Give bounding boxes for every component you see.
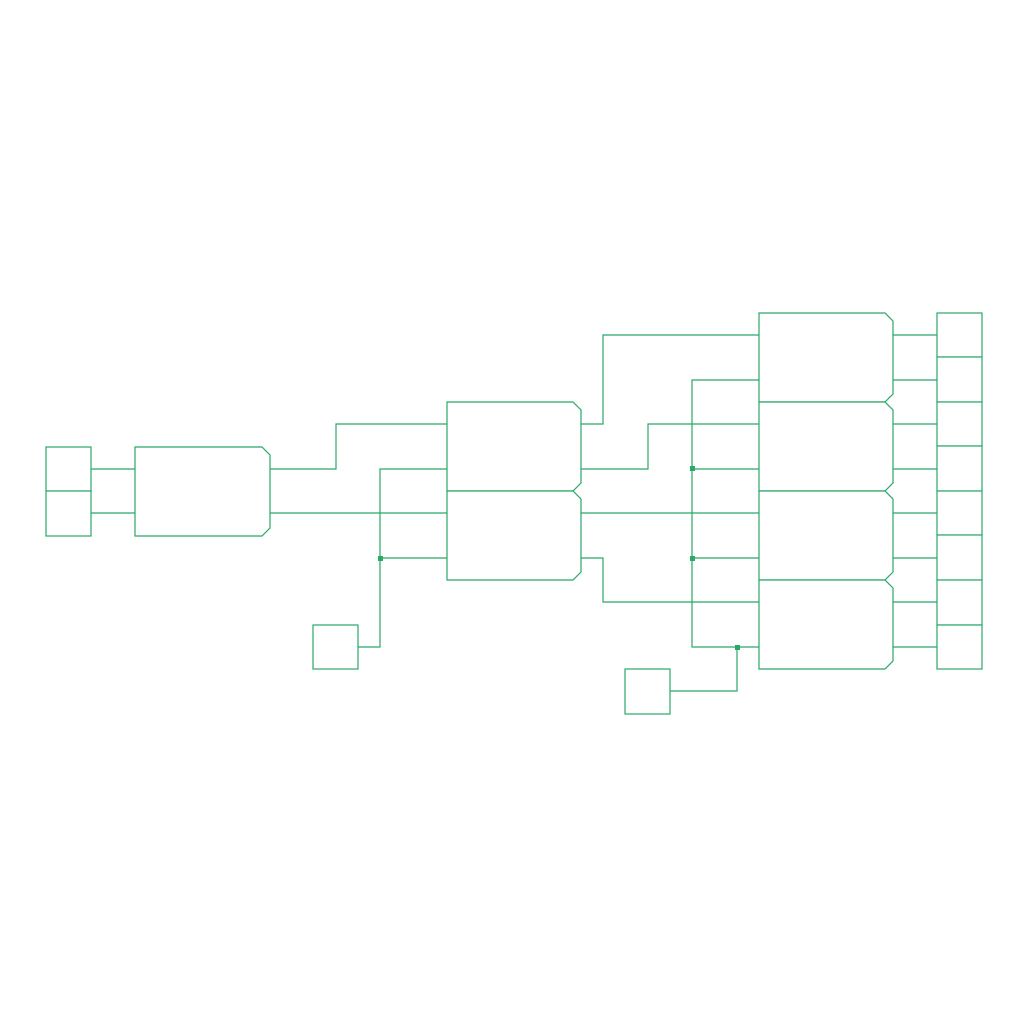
output-port[interactable]: [936, 401, 983, 447]
output-port[interactable]: [936, 579, 983, 626]
junctions: [378, 466, 740, 650]
control-port[interactable]: [312, 624, 359, 670]
output-port[interactable]: [936, 312, 983, 358]
input-port[interactable]: [45, 446, 92, 492]
junction-dot: [378, 556, 383, 561]
input-ports: [45, 446, 92, 537]
output-port[interactable]: [936, 534, 983, 581]
stage-2: [446, 401, 582, 581]
mux-block[interactable]: [758, 579, 894, 670]
junction-dot: [735, 645, 740, 650]
wire: [270, 423, 447, 470]
input-port[interactable]: [45, 490, 92, 537]
output-ports: [936, 312, 983, 670]
output-port[interactable]: [936, 490, 983, 536]
mux-block[interactable]: [758, 312, 894, 403]
mux-block[interactable]: [446, 401, 582, 492]
output-port[interactable]: [936, 624, 983, 670]
mux-block[interactable]: [446, 490, 582, 581]
wire: [670, 647, 738, 692]
mux-block[interactable]: [758, 401, 894, 492]
wire: [581, 557, 759, 603]
output-port[interactable]: [936, 445, 983, 492]
wire: [581, 423, 759, 470]
wire: [691, 379, 759, 648]
wire: [581, 334, 759, 425]
stage-1: [134, 446, 271, 537]
mux-block[interactable]: [758, 490, 894, 581]
mux-block[interactable]: [134, 446, 271, 537]
output-port[interactable]: [936, 356, 983, 403]
stage-3: [758, 312, 894, 670]
junction-dot: [690, 466, 695, 471]
junction-dot: [690, 556, 695, 561]
control-port[interactable]: [624, 668, 671, 715]
